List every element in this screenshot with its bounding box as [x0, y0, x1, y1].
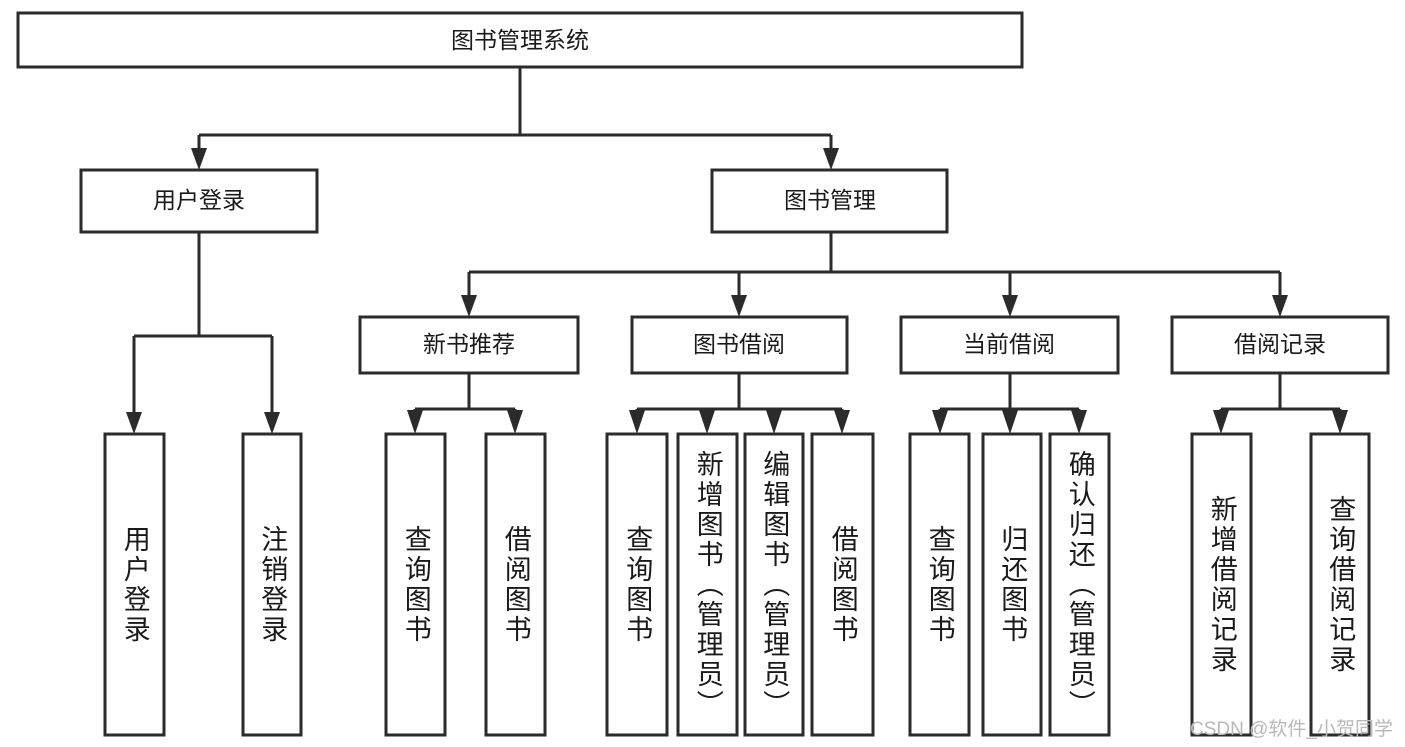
arrow-to-leaf-borrow-book-1: [507, 410, 523, 434]
node-new-book-rec[interactable]: 新书推荐: [358, 315, 580, 375]
loan-record-label: 借阅记录: [1234, 331, 1326, 357]
node-leaf-add-record[interactable]: 新增借阅记录: [1190, 432, 1253, 737]
leaf-return-book-label: 归还图书: [997, 524, 1028, 645]
loan-record-box[interactable]: [1170, 315, 1390, 375]
leaf-borrow-book-1-label: 借阅图书: [500, 524, 531, 645]
edge-book-borrow-trunk: [635, 373, 844, 416]
arrow-to-leaf-return-book: [1002, 410, 1018, 434]
leaf-edit-book-label: 编辑图书（管理员）: [759, 449, 790, 720]
book-borrow-box[interactable]: [630, 315, 849, 375]
edge-loan-record-trunk: [1219, 373, 1342, 416]
arrow-to-leaf-confirm-return: [1071, 410, 1087, 434]
book-borrow-label: 图书借阅: [693, 331, 785, 357]
arrow-root-to-user-login: [191, 148, 207, 170]
arrow-to-leaf-user-login: [126, 412, 142, 434]
book-manage-label: 图书管理: [784, 187, 876, 213]
arrow-to-leaf-add-book: [699, 410, 715, 434]
current-loan-label: 当前借阅: [963, 331, 1055, 357]
leaf-user-login-box[interactable]: [103, 432, 166, 737]
arrow-to-leaf-query-record: [1332, 410, 1348, 434]
new-book-rec-label: 新书推荐: [423, 331, 515, 357]
leaf-add-book-box[interactable]: [676, 432, 739, 737]
leaf-add-record-box[interactable]: [1190, 432, 1253, 737]
arrow-to-leaf-borrow-book-2: [834, 410, 850, 434]
arrow-to-leaf-add-record: [1213, 410, 1229, 434]
node-leaf-borrow-book-1[interactable]: 借阅图书: [484, 432, 547, 737]
leaf-add-book-label: 新增图书（管理员）: [692, 449, 723, 720]
leaf-query-record-label: 查询借阅记录: [1325, 494, 1356, 675]
root-label: 图书管理系统: [451, 27, 589, 53]
connector-layer: [126, 67, 1348, 434]
node-leaf-query-book-1[interactable]: 查询图书: [384, 432, 447, 737]
arrow-to-leaf-query-book-1: [407, 410, 423, 434]
arrow-to-leaf-edit-book: [766, 410, 782, 434]
node-book-borrow[interactable]: 图书借阅: [630, 315, 849, 375]
node-leaf-query-record[interactable]: 查询借阅记录: [1309, 432, 1371, 737]
leaf-query-book-3-box[interactable]: [908, 432, 971, 737]
edge-book-manage-trunk: [467, 232, 1282, 299]
book-manage-box[interactable]: [710, 168, 949, 234]
arrow-to-leaf-query-book-3: [932, 410, 948, 434]
edge-user-login-trunk: [132, 232, 274, 416]
node-leaf-borrow-book-2[interactable]: 借阅图书: [810, 432, 875, 737]
leaf-edit-book-box[interactable]: [743, 432, 805, 737]
csdn-watermark: CSDN @软件_小贺同学: [1190, 719, 1393, 740]
node-book-manage[interactable]: 图书管理: [710, 168, 949, 234]
leaf-user-login-label: 用户登录: [119, 524, 150, 645]
edge-new-book-rec-trunk: [413, 373, 517, 416]
root-box[interactable]: [16, 11, 1024, 69]
leaf-query-book-1-box[interactable]: [384, 432, 447, 737]
node-leaf-user-login[interactable]: 用户登录: [103, 432, 166, 737]
leaf-query-record-box[interactable]: [1309, 432, 1371, 737]
leaf-confirm-return-label: 确认归还（管理员）: [1064, 449, 1095, 720]
node-leaf-add-book[interactable]: 新增图书（管理员）: [676, 432, 739, 737]
arrow-to-current-loan: [1002, 295, 1018, 317]
leaf-confirm-return-box[interactable]: [1048, 432, 1111, 737]
leaf-borrow-book-2-box[interactable]: [810, 432, 875, 737]
node-leaf-confirm-return[interactable]: 确认归还（管理员）: [1048, 432, 1111, 737]
node-user-login[interactable]: 用户登录: [79, 168, 319, 234]
leaf-borrow-book-2-label: 借阅图书: [827, 524, 858, 645]
leaf-user-logout-label: 注销登录: [257, 524, 288, 645]
leaf-query-book-3-label: 查询图书: [924, 524, 955, 645]
arrow-to-leaf-query-book-2: [629, 410, 645, 434]
node-leaf-edit-book[interactable]: 编辑图书（管理员）: [743, 432, 805, 737]
node-leaf-return-book[interactable]: 归还图书: [981, 432, 1043, 737]
leaf-borrow-book-1-box[interactable]: [484, 432, 547, 737]
node-root[interactable]: 图书管理系统: [16, 11, 1024, 69]
user-login-label: 用户登录: [153, 187, 245, 213]
arrow-root-to-book-manage: [823, 148, 839, 170]
edge-current-loan-trunk: [938, 373, 1081, 416]
leaf-add-record-label: 新增借阅记录: [1206, 494, 1237, 675]
edge-root-trunk: [197, 67, 833, 152]
leaf-query-book-2-label: 查询图书: [622, 524, 653, 645]
arrow-to-leaf-user-logout: [264, 412, 280, 434]
leaf-query-book-2-box[interactable]: [605, 432, 669, 737]
node-current-loan[interactable]: 当前借阅: [899, 315, 1120, 375]
current-loan-box[interactable]: [899, 315, 1120, 375]
arrow-to-book-borrow: [731, 295, 747, 317]
leaf-user-logout-box[interactable]: [241, 432, 303, 737]
new-book-rec-box[interactable]: [358, 315, 580, 375]
node-loan-record[interactable]: 借阅记录: [1170, 315, 1390, 375]
arrow-to-loan-record: [1272, 295, 1288, 317]
leaf-query-book-1-label: 查询图书: [400, 524, 431, 645]
node-leaf-query-book-2[interactable]: 查询图书: [605, 432, 669, 737]
node-leaf-user-logout[interactable]: 注销登录: [241, 432, 303, 737]
arrow-to-new-book-rec: [461, 295, 477, 317]
node-leaf-query-book-3[interactable]: 查询图书: [908, 432, 971, 737]
leaf-return-book-box[interactable]: [981, 432, 1043, 737]
user-login-box[interactable]: [79, 168, 319, 234]
